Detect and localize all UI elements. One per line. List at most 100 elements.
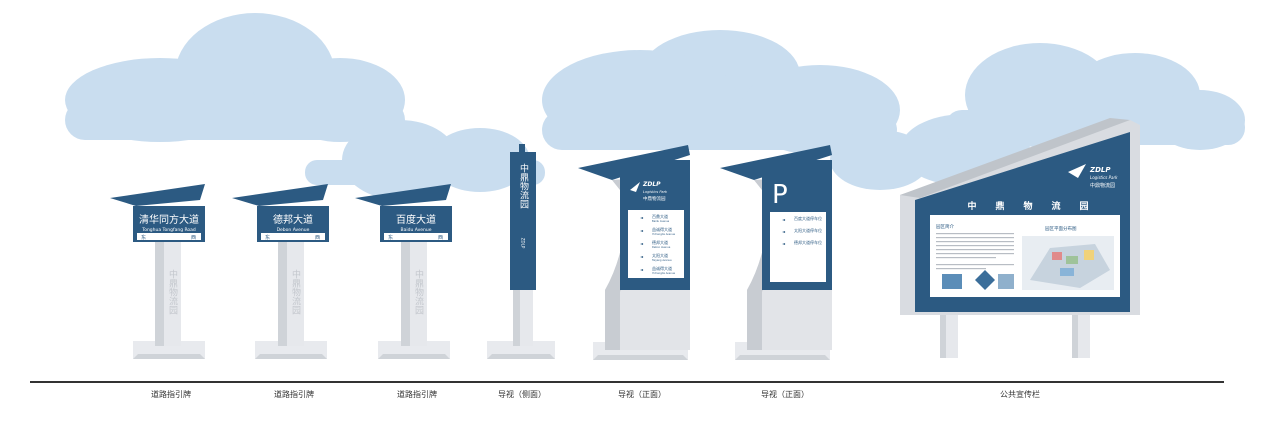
logo-cn: 中鼎物流园 bbox=[643, 195, 666, 202]
side-sign: 中鼎物流园 ZDLP bbox=[487, 144, 555, 359]
sign-base-edge bbox=[487, 354, 555, 359]
logo-sub: Logistics Park bbox=[1090, 175, 1118, 180]
intro-photo bbox=[998, 274, 1014, 289]
list-item: ◄ 百度大道停车位 bbox=[782, 215, 822, 222]
map-title: 园区平面分布图 bbox=[1045, 225, 1077, 232]
list-item: ◄ 德邦大道停车位 bbox=[782, 239, 822, 246]
list-item-en: Yichengde Avenue bbox=[652, 271, 675, 275]
road-name-en: Baidu Avenue bbox=[401, 227, 432, 233]
list-item-label: 太阳大道 bbox=[652, 252, 668, 258]
column-tip bbox=[519, 144, 525, 152]
title-char: 中 bbox=[967, 200, 976, 212]
sign-column bbox=[510, 152, 536, 290]
caption-side-sign: 导视（侧面） bbox=[498, 390, 546, 399]
road-name-cn: 德邦大道 bbox=[273, 213, 313, 226]
sign-post-shadow bbox=[278, 242, 287, 346]
cloud-middle bbox=[305, 120, 545, 200]
sign-wing bbox=[110, 184, 205, 206]
parking-rows: ◄ 百度大道停车位 ◄ 太阳大道停车位 ◄ 德邦大道停车位 bbox=[782, 215, 822, 246]
sign-post-shadow bbox=[401, 242, 410, 346]
direction-west: 西 bbox=[191, 235, 196, 241]
front-sign-directory: ZDLP Logistics Park 中鼎物流园 ◄ 百鼎大道 Baidu A… bbox=[578, 145, 690, 360]
road-name-en: Tonghua Tongfang Road bbox=[141, 227, 196, 233]
list-item-en: Yichengde Avenue bbox=[652, 232, 675, 236]
road-name-cn: 清华同方大道 bbox=[139, 213, 199, 226]
arrow-icon: ◄ bbox=[640, 241, 644, 246]
cloud-group bbox=[65, 13, 1245, 200]
logo-sub: Logistics Park bbox=[643, 190, 668, 194]
list-item-label: 德邦大道 bbox=[652, 239, 668, 245]
ground-line bbox=[30, 381, 1224, 383]
list-item-en: Taiyang Avenue bbox=[652, 258, 672, 262]
arrow-icon: ◄ bbox=[640, 267, 644, 272]
sign-wing bbox=[232, 184, 328, 206]
intro-photo bbox=[942, 274, 962, 289]
caption-front-sign-2: 导视（正面） bbox=[761, 390, 809, 399]
column-en-text: ZDLP bbox=[521, 238, 526, 249]
arrow-icon: ◄ bbox=[782, 241, 786, 246]
park-map-building bbox=[1084, 250, 1094, 260]
direction-strip bbox=[384, 233, 448, 240]
list-item-label: 百鼎大道 bbox=[652, 213, 668, 219]
road-name-en: Debon Avenue bbox=[277, 227, 310, 233]
directory-list bbox=[770, 212, 826, 282]
logo-arrow-icon bbox=[630, 182, 640, 192]
intro-text-lines bbox=[936, 233, 1014, 270]
list-item-label: 百度大道停车位 bbox=[794, 215, 822, 221]
front-sign-parking: P ◄ 百度大道停车位 ◄ 太阳大道停车位 ◄ 德邦大道停车位 bbox=[720, 145, 832, 360]
sign-base-edge bbox=[735, 355, 830, 360]
list-item-label: 德邦大道停车位 bbox=[794, 239, 822, 245]
list-item-en: Debon Avenue bbox=[652, 245, 671, 249]
arrow-icon: ◄ bbox=[640, 228, 644, 233]
post-text: 中鼎物流园 bbox=[413, 268, 424, 315]
road-name-cn: 百度大道 bbox=[396, 213, 436, 226]
caption-road-sign-3: 道路指引牌 bbox=[397, 390, 437, 399]
caption-road-sign-2: 道路指引牌 bbox=[274, 390, 314, 399]
caption-road-sign-1: 道路指引牌 bbox=[151, 390, 191, 399]
sign-base-edge bbox=[255, 354, 327, 359]
logo-text: ZDLP bbox=[1089, 166, 1111, 174]
road-sign-2: 德邦大道 Debon Avenue 东 西 中鼎物流园 bbox=[232, 184, 329, 359]
park-map-building bbox=[1052, 252, 1062, 260]
arrow-icon: ◄ bbox=[640, 254, 644, 259]
list-item: ◄ 太阳大道停车位 bbox=[782, 227, 822, 234]
sign-wing bbox=[355, 184, 451, 206]
directory-list bbox=[628, 210, 684, 278]
direction-strip bbox=[261, 233, 325, 240]
arrow-icon: ◄ bbox=[782, 217, 786, 222]
billboard-leg-shadow bbox=[940, 300, 946, 358]
post-text: 中鼎物流园 bbox=[167, 268, 178, 315]
park-map-building bbox=[1060, 268, 1074, 276]
list-item-label: 益诚得大道 bbox=[652, 226, 672, 232]
list-item: ◄ 太阳大道 Taiyang Avenue bbox=[640, 252, 672, 262]
title-char: 流 bbox=[1051, 200, 1060, 212]
arrow-icon: ◄ bbox=[782, 229, 786, 234]
logo-arrow-icon bbox=[1068, 164, 1086, 178]
sign-base-edge bbox=[593, 355, 688, 360]
public-billboard: ZDLP Logistics Park 中鼎物流园 中 鼎 物 流 园 园区简介… bbox=[900, 118, 1140, 358]
sign-base-edge bbox=[378, 354, 450, 359]
arrow-icon: ◄ bbox=[640, 215, 644, 220]
list-item: ◄ 百鼎大道 Baidu Avenue bbox=[640, 213, 670, 223]
directory-rows: ◄ 百鼎大道 Baidu Avenue ◄ 益诚得大道 Yichengde Av… bbox=[640, 213, 675, 275]
sign-post-shadow bbox=[155, 242, 164, 346]
intro-title: 园区简介 bbox=[936, 223, 954, 230]
list-item: ◄ 德邦大道 Debon Avenue bbox=[640, 239, 671, 249]
park-map-building bbox=[1066, 256, 1078, 264]
list-item: ◄ 益诚得大道 Yichengde Avenue bbox=[640, 265, 675, 275]
caption-billboard: 公共宣传栏 bbox=[1000, 390, 1040, 399]
billboard-frame-top bbox=[900, 118, 1130, 198]
sign-base-edge bbox=[133, 354, 205, 359]
logo-cn: 中鼎物流园 bbox=[1090, 182, 1115, 189]
direction-west: 西 bbox=[315, 235, 320, 241]
direction-east: 东 bbox=[141, 234, 146, 241]
direction-east: 东 bbox=[265, 234, 270, 241]
direction-east: 东 bbox=[388, 234, 393, 241]
column-vertical-text: 中鼎物流园 bbox=[518, 162, 529, 209]
list-item-label: 太阳大道停车位 bbox=[794, 227, 822, 233]
cloud-left bbox=[65, 13, 405, 142]
list-item-label: 益诚得大道 bbox=[652, 265, 672, 271]
caption-front-sign-1: 导视（正面） bbox=[618, 390, 666, 399]
list-item: ◄ 益诚得大道 Yichengde Avenue bbox=[640, 226, 675, 236]
